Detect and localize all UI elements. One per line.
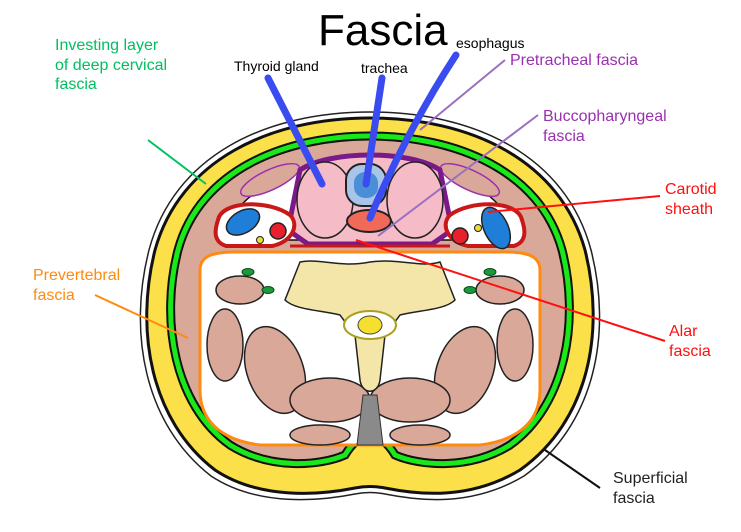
pointer-buccopharyngeal bbox=[377, 114, 539, 237]
pointer-prevertebral bbox=[94, 294, 189, 339]
vagus-nerve-right bbox=[474, 224, 482, 232]
skin-outline-outer bbox=[139, 111, 601, 501]
label-investing-layer: Investing layer of deep cervical fascia bbox=[55, 37, 168, 94]
lymph-nodes bbox=[241, 268, 497, 294]
pointer-trachea bbox=[362, 74, 386, 188]
pointer-carotid bbox=[487, 195, 661, 213]
pointer-esophagus bbox=[366, 51, 460, 222]
strap-muscle-left bbox=[239, 162, 301, 198]
pointer-superficial bbox=[544, 449, 601, 489]
internal-jugular-left bbox=[225, 208, 261, 236]
strap-muscle-right bbox=[439, 162, 501, 198]
label-carotid-sheath: Carotid sheath bbox=[665, 181, 717, 218]
pointer-pretracheal bbox=[419, 59, 506, 131]
carotid-artery-right bbox=[451, 227, 469, 245]
thyroid-lobe-right bbox=[386, 161, 444, 239]
pointer-investing bbox=[147, 139, 207, 185]
deep-muscles bbox=[206, 275, 534, 446]
pointer-alar bbox=[355, 239, 666, 342]
label-prevertebral-fascia: Prevertebral fascia bbox=[33, 267, 121, 304]
diagram-title: Fascia bbox=[318, 6, 448, 55]
label-esophagus: esophagus bbox=[456, 35, 525, 51]
label-thyroid-gland: Thyroid gland bbox=[234, 58, 319, 74]
carotid-artery-left bbox=[269, 222, 287, 240]
label-pretracheal-fascia: Pretracheal fascia bbox=[510, 52, 639, 69]
internal-jugular-right bbox=[480, 206, 512, 250]
spinal-cord bbox=[357, 315, 383, 335]
label-buccopharyngeal-fascia: Buccopharyngeal fascia bbox=[543, 108, 667, 145]
label-trachea: trachea bbox=[361, 60, 408, 76]
ligamentum-nuchae bbox=[356, 394, 384, 446]
label-alar-fascia: Alar fascia bbox=[669, 323, 711, 360]
pointer-thyroid bbox=[264, 74, 326, 188]
thyroid-lobe-left bbox=[296, 161, 354, 239]
vagus-nerve-left bbox=[256, 236, 264, 244]
label-superficial-fascia: Superficial fascia bbox=[613, 470, 688, 507]
